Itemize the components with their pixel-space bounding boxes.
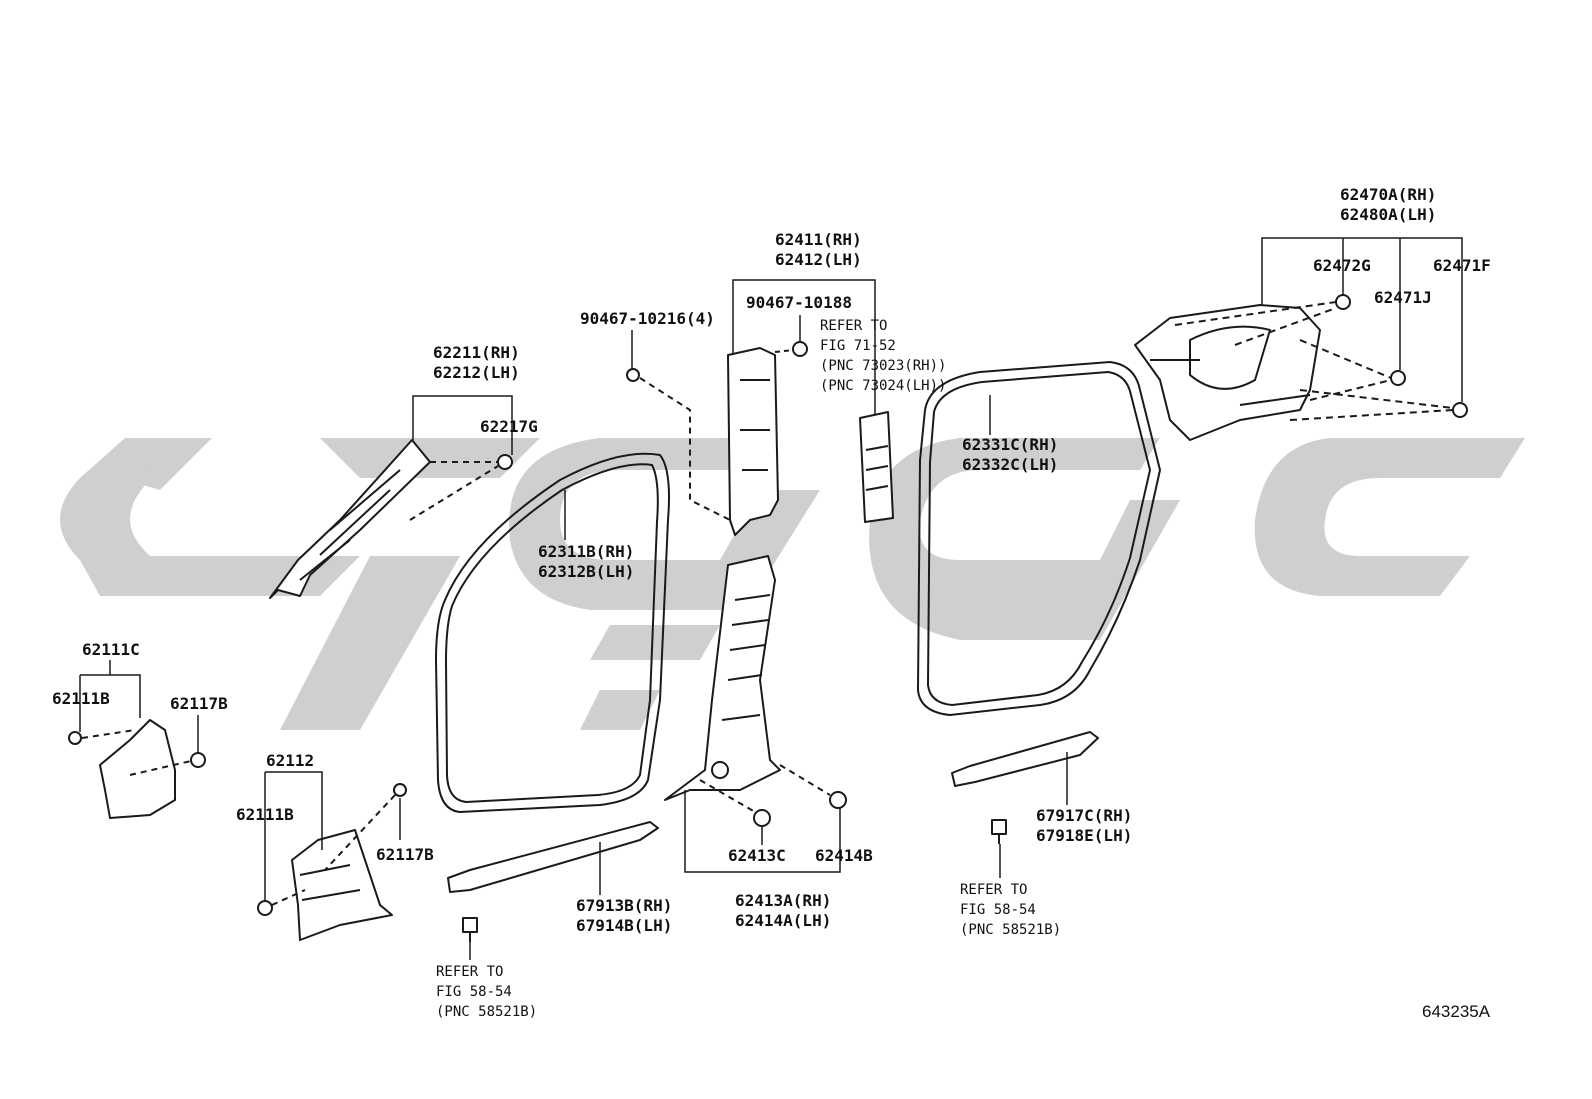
label-90467-10188: 90467-10188	[746, 293, 852, 312]
label-62472g: 62472G	[1313, 256, 1371, 275]
label-62413a: 62413A(RH) 62414A(LH)	[735, 891, 832, 930]
label-67917c: 67917C(RH) 67918E(LH)	[1036, 806, 1133, 845]
label-90467-10216: 90467-10216(4)	[580, 309, 715, 328]
kick-panel-upper-shape	[99, 719, 176, 819]
label-62117b-lower: 62117B	[376, 845, 434, 864]
label-62111b-upper: 62111B	[52, 689, 110, 708]
label-62470a: 62470A(RH) 62480A(LH)	[1340, 185, 1437, 224]
label-62414b: 62414B	[815, 846, 873, 865]
label-refer-fig-71-52: REFER TO FIG 71-52 (PNC 73023(RH)) (PNC …	[820, 318, 947, 394]
label-62471f: 62471F	[1433, 256, 1491, 275]
label-62112: 62112	[266, 751, 315, 770]
leader-lines	[79, 237, 1463, 960]
kick-panel-lower-shape	[291, 829, 393, 941]
rear-scuff-plate	[951, 731, 1099, 787]
label-62217g: 62217G	[480, 417, 538, 436]
label-62211: 62211(RH) 62212(LH)	[433, 343, 520, 382]
front-door-weatherstrip	[435, 452, 670, 813]
b-pillar-lower-trim-shape	[664, 555, 781, 801]
label-62111b-lower: 62111B	[236, 805, 294, 824]
diagram-code: 643235A	[1422, 1002, 1491, 1021]
label-62117b-upper: 62117B	[170, 694, 228, 713]
label-62311b: 62311B(RH) 62312B(LH)	[538, 542, 635, 581]
label-62413c: 62413C	[728, 846, 786, 865]
label-62411: 62411(RH) 62412(LH)	[775, 230, 862, 269]
b-pillar-upper-trim-shape	[727, 347, 779, 536]
label-67913b: 67913B(RH) 67914B(LH)	[576, 896, 673, 935]
label-62471j: 62471J	[1374, 288, 1432, 307]
label-62331c: 62331C(RH) 62332C(LH)	[962, 435, 1059, 474]
label-refer-fig-58-54-right: REFER TO FIG 58-54 (PNC 58521B)	[960, 882, 1062, 938]
belt-guide-shape	[859, 411, 894, 523]
rear-door-weatherstrip	[917, 361, 1161, 716]
label-refer-fig-58-54-left: REFER TO FIG 58-54 (PNC 58521B)	[436, 964, 538, 1020]
quarter-trim-shape	[1134, 304, 1321, 441]
label-62111c: 62111C	[82, 640, 140, 659]
front-scuff-plate	[447, 821, 659, 893]
parts-linework	[68, 294, 1468, 942]
